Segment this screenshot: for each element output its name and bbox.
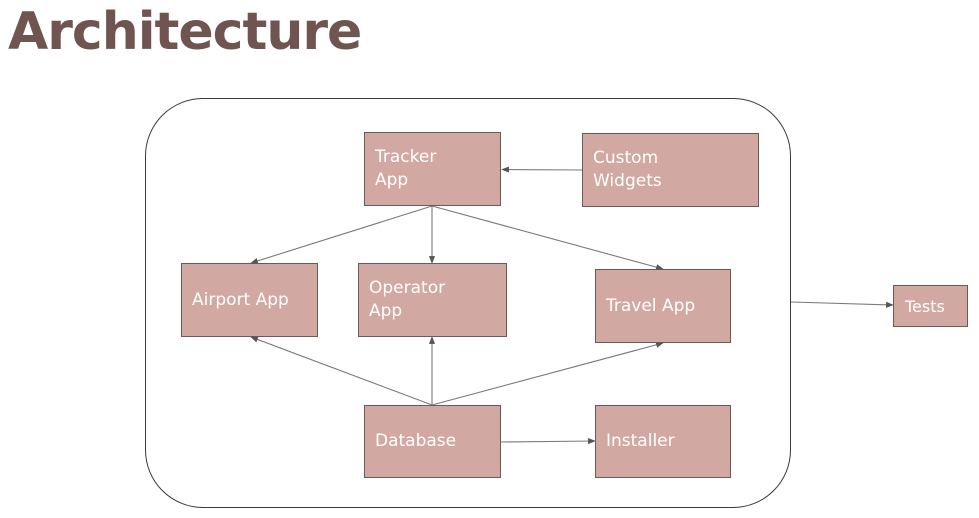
node-installer: Installer xyxy=(595,405,731,478)
arrow-database-to-airport xyxy=(250,336,433,406)
node-custom-widgets: Custom Widgets xyxy=(582,133,759,207)
arrow-tracker-to-travel xyxy=(431,205,664,271)
arrow-widgets-to-tracker xyxy=(501,166,583,173)
arrow-tracker-to-airport xyxy=(250,205,433,264)
node-tracker-app: Tracker App xyxy=(364,132,501,206)
node-tests: Tests xyxy=(893,285,968,327)
arrow-database-to-travel xyxy=(431,341,664,406)
node-operator-app: Operator App xyxy=(358,263,507,337)
node-travel-app: Travel App xyxy=(595,269,731,343)
node-airport-app: Airport App xyxy=(181,263,318,337)
node-database: Database xyxy=(364,405,501,478)
arrow-system-to-tests xyxy=(790,301,894,308)
arrow-database-to-installer xyxy=(499,437,596,445)
slide-title: Architecture xyxy=(8,2,362,62)
